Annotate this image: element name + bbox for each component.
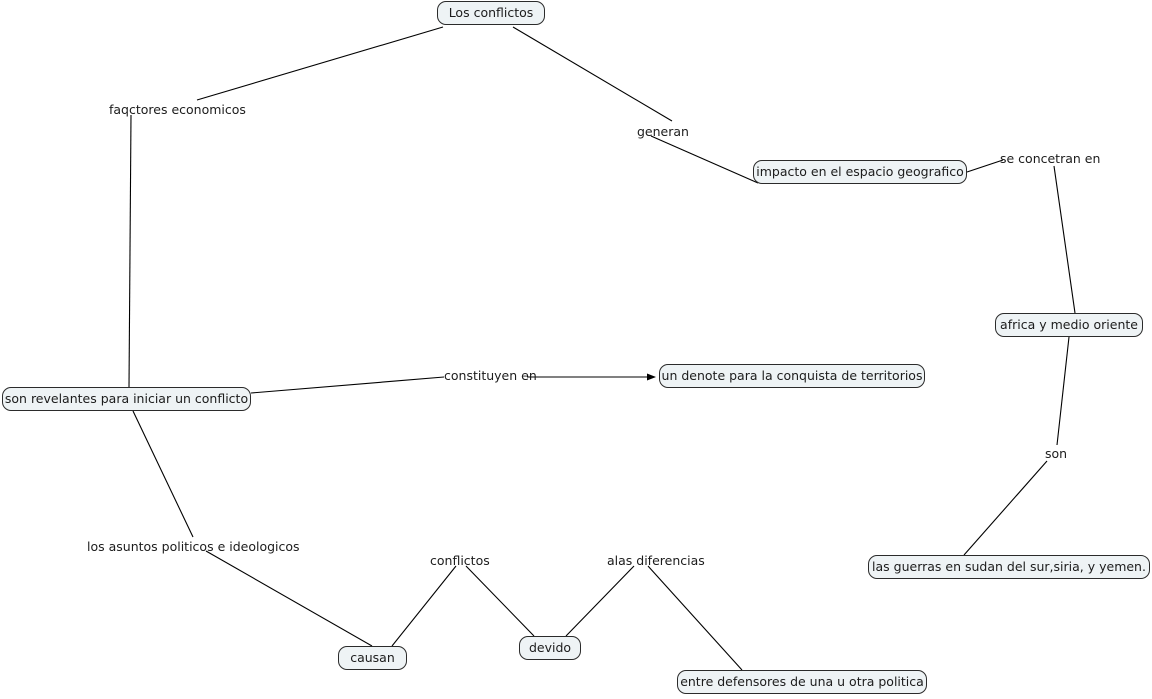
- edge-line: [650, 135, 759, 184]
- link-label-alas[interactable]: alas diferencias: [607, 553, 705, 568]
- node-root[interactable]: Los conflictos: [437, 1, 545, 25]
- edge-line: [1053, 165, 1076, 314]
- edge-line: [512, 26, 673, 122]
- link-label-conflictos[interactable]: conflictos: [430, 553, 490, 568]
- edge-line: [128, 114, 132, 388]
- node-defensores[interactable]: entre defensores de una u otra politica: [677, 670, 927, 694]
- link-label-generan[interactable]: generan: [637, 124, 689, 139]
- edge-line: [465, 565, 535, 637]
- edge-line: [647, 565, 743, 671]
- node-guerras[interactable]: las guerras en sudan del sur,siria, y ye…: [868, 555, 1150, 579]
- node-africa[interactable]: africa y medio oriente: [995, 313, 1143, 337]
- edge-line: [966, 159, 1004, 173]
- edge-line: [250, 376, 445, 394]
- edge-line: [1056, 336, 1070, 446]
- edge-line: [196, 26, 444, 101]
- edge-line: [963, 460, 1048, 556]
- node-relevantes[interactable]: son revelantes para iniciar un conflicto: [2, 387, 251, 411]
- node-devido[interactable]: devido: [519, 636, 581, 660]
- link-label-faqctores[interactable]: faqctores economicos: [109, 102, 246, 117]
- link-label-son[interactable]: son: [1045, 446, 1068, 461]
- link-label-constituyen[interactable]: constituyen en: [444, 368, 537, 383]
- link-label-asuntos[interactable]: los asuntos politicos e ideologicos: [87, 539, 300, 554]
- node-impacto[interactable]: impacto en el espacio geografico: [753, 160, 967, 184]
- edge-line: [132, 410, 194, 538]
- edge-line: [205, 550, 373, 647]
- edge-line: [391, 565, 457, 647]
- link-label-concetran[interactable]: se concetran en: [1000, 151, 1101, 166]
- edge-line: [565, 565, 635, 637]
- node-denote[interactable]: un denote para la conquista de territori…: [659, 364, 925, 388]
- node-causan[interactable]: causan: [338, 646, 407, 670]
